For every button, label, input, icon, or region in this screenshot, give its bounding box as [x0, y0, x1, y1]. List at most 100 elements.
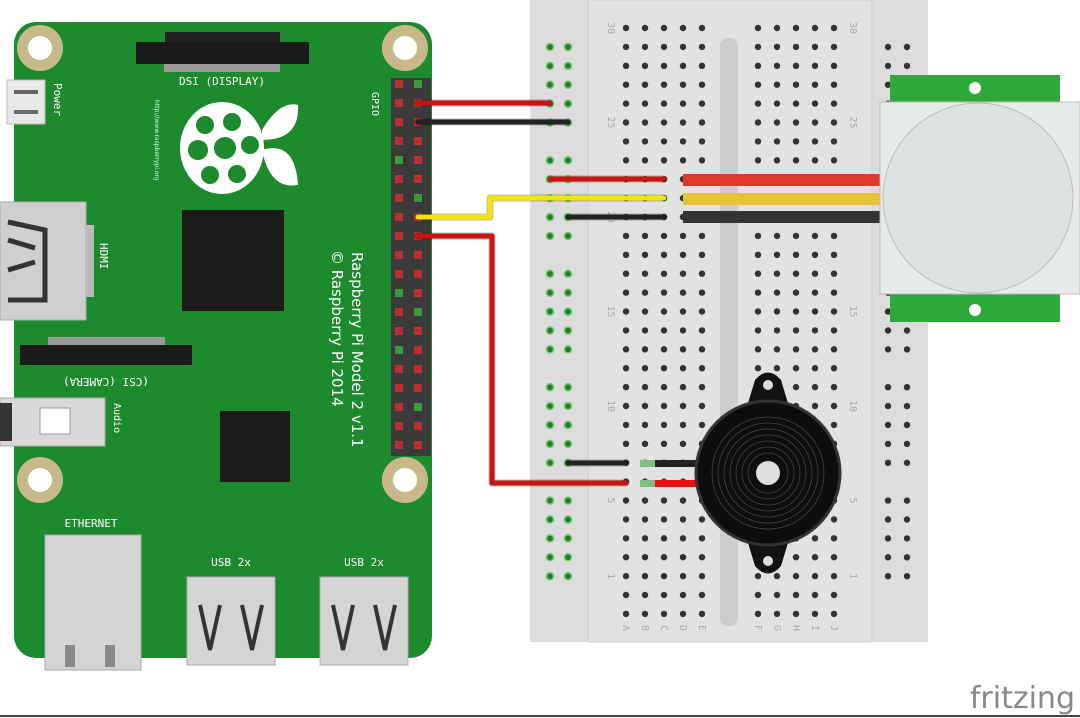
breadboard-hole	[773, 610, 781, 618]
breadboard-hole	[830, 365, 838, 372]
breadboard-hole	[679, 289, 687, 296]
breadboard-hole	[622, 346, 630, 353]
row-number: 25	[605, 116, 616, 128]
breadboard-hole	[679, 43, 687, 51]
column-letter: B	[639, 625, 650, 631]
breadboard-hole	[773, 572, 781, 580]
breadboard-hole	[660, 440, 668, 447]
power-rail-hole	[545, 553, 555, 562]
breadboard-hole	[698, 421, 706, 429]
breadboard-hole	[830, 24, 838, 32]
wires	[414, 99, 668, 487]
power-rail-hole	[884, 516, 892, 523]
column-letter: H	[790, 625, 801, 631]
buzzer-center	[756, 461, 780, 485]
breadboard-hole	[698, 591, 706, 599]
breadboard-hole	[754, 119, 762, 126]
gpio-pin	[414, 289, 422, 297]
power-rail-hole	[545, 42, 555, 52]
breadboard-hole	[754, 270, 762, 277]
breadboard-hole	[641, 43, 649, 51]
power-rail-hole	[545, 307, 555, 316]
column-letter: I	[809, 625, 820, 631]
gpio-pin	[395, 156, 403, 164]
power-rail-hole	[884, 43, 892, 51]
breadboard-hole	[622, 572, 630, 580]
row-number: 15	[847, 305, 858, 317]
breadboard-hole	[641, 610, 649, 618]
power-rail-hole	[545, 382, 555, 392]
breadboard-hole	[830, 402, 838, 410]
breadboard-hole	[698, 572, 706, 580]
power-rail-hole	[884, 402, 892, 410]
breadboard-hole	[622, 308, 630, 315]
breadboard-hole	[660, 610, 668, 618]
breadboard-hole	[792, 572, 800, 580]
breadboard-hole	[622, 421, 630, 429]
breadboard-hole	[698, 270, 706, 277]
breadboard-hole	[698, 119, 706, 126]
dsi-label: DSI (DISPLAY)	[179, 75, 265, 88]
breadboard-hole	[660, 516, 668, 523]
column-letter: D	[677, 625, 688, 631]
row-number: 30	[847, 22, 858, 34]
breadboard-hole	[754, 43, 762, 51]
power-rail-hole	[563, 534, 573, 543]
breadboard-hole	[773, 81, 781, 88]
breadboard-hole	[641, 591, 649, 599]
wire-buzzer-signal	[415, 233, 629, 486]
breadboard-hole	[698, 81, 706, 88]
breadboard-hole	[698, 138, 706, 145]
gpio-pin	[395, 270, 403, 278]
breadboard-hole	[641, 119, 649, 126]
breadboard-hole	[622, 119, 630, 126]
breadboard-hole	[641, 24, 649, 32]
gpio-pin	[414, 308, 422, 316]
micro-usb-power-port	[6, 79, 46, 125]
breadboard-hole	[811, 138, 819, 145]
power-rail-hole	[545, 156, 555, 165]
breadboard-hole	[679, 554, 687, 561]
ethernet-port	[44, 534, 142, 671]
breadboard-hole	[830, 251, 838, 258]
breadboard-hole	[698, 289, 706, 296]
gpio-pin	[395, 118, 403, 126]
breadboard-hole	[811, 383, 819, 391]
breadboard-hole	[679, 497, 687, 504]
breadboard-hole	[660, 24, 668, 32]
breadboard-hole	[641, 440, 649, 447]
breadboard-hole	[792, 24, 800, 32]
power-rail-hole	[545, 345, 555, 354]
power-rail-hole	[563, 231, 573, 241]
power-rail-hole	[903, 402, 911, 410]
gpio-pin	[395, 403, 403, 411]
breadboard-hole	[811, 43, 819, 51]
breadboard-hole	[698, 535, 706, 542]
pir-dome	[882, 102, 1074, 294]
power-rail-hole	[884, 421, 892, 429]
column-letter: E	[696, 625, 707, 631]
ethernet-chip	[220, 411, 290, 482]
row-number: 10	[847, 400, 858, 412]
breadboard-hole	[792, 119, 800, 126]
breadboard-hole	[754, 610, 762, 618]
power-rail-hole	[563, 326, 573, 335]
breadboard-hole	[773, 591, 781, 599]
breadboard-hole	[698, 62, 706, 69]
breadboard-hole	[641, 327, 649, 334]
power-rail-hole	[563, 496, 573, 505]
breadboard-hole	[811, 100, 819, 107]
breadboard-hole	[773, 43, 781, 51]
breadboard-hole	[811, 535, 819, 542]
gpio-pin	[395, 194, 403, 202]
breadboard-hole	[622, 157, 630, 164]
power-rail-hole	[903, 516, 911, 523]
breadboard-hole	[679, 308, 687, 315]
buzzer-ring	[711, 416, 825, 530]
processor-chip	[182, 210, 284, 311]
breadboard-hole	[622, 497, 630, 504]
power-rail-hole	[884, 573, 892, 580]
breadboard-hole	[754, 591, 762, 599]
breadboard-hole	[660, 43, 668, 51]
buzzer-ring	[729, 434, 807, 512]
